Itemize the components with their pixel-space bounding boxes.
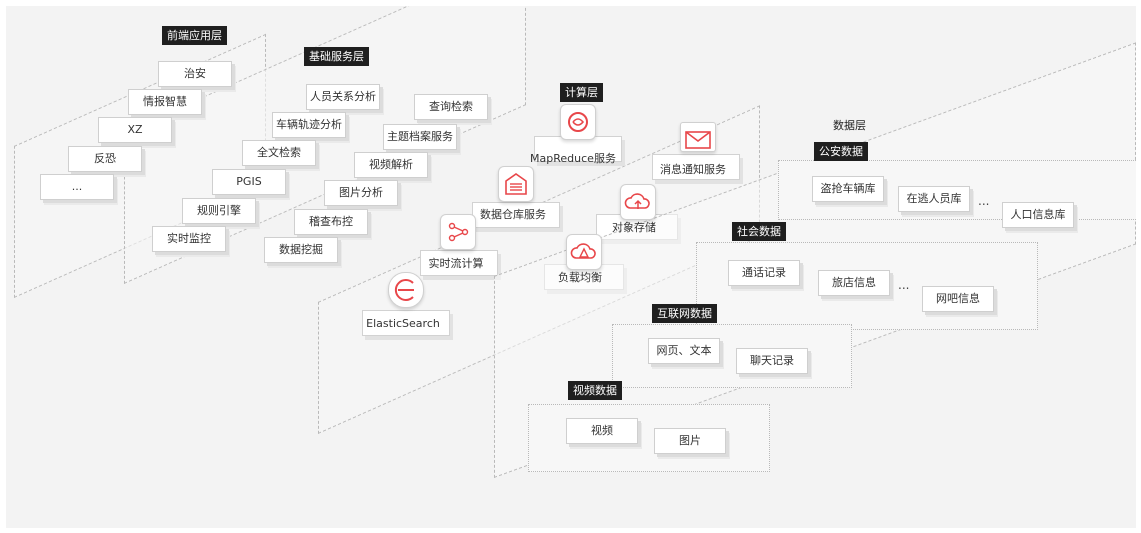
compute-platform	[362, 310, 450, 336]
police-data-item: 盗抢车辆库	[812, 176, 884, 202]
base-item: 图片分析	[324, 180, 398, 206]
frontend-item: XZ	[98, 117, 172, 143]
compute-item: 消息通知服务	[660, 163, 726, 176]
base-item: 稽查布控	[294, 209, 368, 235]
video-data-title: 视频数据	[568, 381, 622, 400]
social-data-item: 旅店信息	[818, 270, 890, 296]
police-data-ellipsis: ...	[978, 194, 990, 208]
base-item: 视频解析	[354, 152, 428, 178]
base-layer-title: 基础服务层	[304, 47, 369, 66]
base-item: 全文检索	[242, 140, 316, 166]
compute-platform	[420, 250, 498, 276]
compute-item: 实时流计算	[428, 257, 484, 270]
compute-item: 数据仓库服务	[480, 208, 546, 221]
social-data-title: 社会数据	[732, 222, 786, 241]
frontend-item: 情报智慧	[128, 89, 202, 115]
data-layer-title: 数据层	[833, 119, 866, 132]
warehouse-icon	[498, 166, 534, 202]
frontend-layer-title: 前端应用层	[162, 26, 227, 45]
base-item: 数据挖掘	[264, 237, 338, 263]
internet-data-item: 聊天记录	[736, 348, 808, 374]
base-item: 实时监控	[152, 226, 226, 252]
elasticsearch-icon	[388, 272, 424, 308]
social-data-ellipsis: ...	[898, 278, 910, 292]
envelope-icon	[680, 122, 716, 152]
compute-item: MapReduce服务	[530, 152, 616, 165]
compute-item: 负载均衡	[558, 271, 602, 284]
base-item: 人员关系分析	[306, 84, 380, 110]
base-item: 车辆轨迹分析	[272, 112, 346, 138]
police-data-item: 在逃人员库	[898, 186, 970, 212]
cloud-upload-icon	[620, 184, 656, 220]
police-data-item: 人口信息库	[1002, 202, 1074, 228]
social-data-item: 网吧信息	[922, 286, 994, 312]
compute-item: ElasticSearch	[366, 317, 440, 330]
stream-icon	[440, 214, 476, 250]
police-data-title: 公安数据	[814, 142, 868, 161]
base-item: 主题档案服务	[383, 124, 457, 150]
compute-platform	[472, 202, 560, 228]
compute-platform	[652, 154, 740, 180]
compute-item: 对象存储	[612, 221, 656, 234]
base-item: 规则引擎	[182, 198, 256, 224]
frontend-item: ...	[40, 174, 114, 200]
cloud-balance-icon	[566, 234, 602, 270]
base-item: PGIS	[212, 169, 286, 195]
mapreduce-icon	[560, 104, 596, 140]
frontend-item: 治安	[158, 61, 232, 87]
internet-data-item: 网页、文本	[648, 338, 720, 364]
architecture-diagram: 前端应用层 治安 情报智慧 XZ 反恐 ... 基础服务层 人员关系分析 查询检…	[6, 6, 1136, 528]
video-data-item: 视频	[566, 418, 638, 444]
video-data-item: 图片	[654, 428, 726, 454]
frontend-item: 反恐	[68, 146, 142, 172]
social-data-item: 通话记录	[728, 260, 800, 286]
compute-layer-title: 计算层	[560, 83, 603, 102]
internet-data-title: 互联网数据	[652, 304, 717, 323]
base-item: 查询检索	[414, 94, 488, 120]
video-data-group	[528, 404, 770, 472]
